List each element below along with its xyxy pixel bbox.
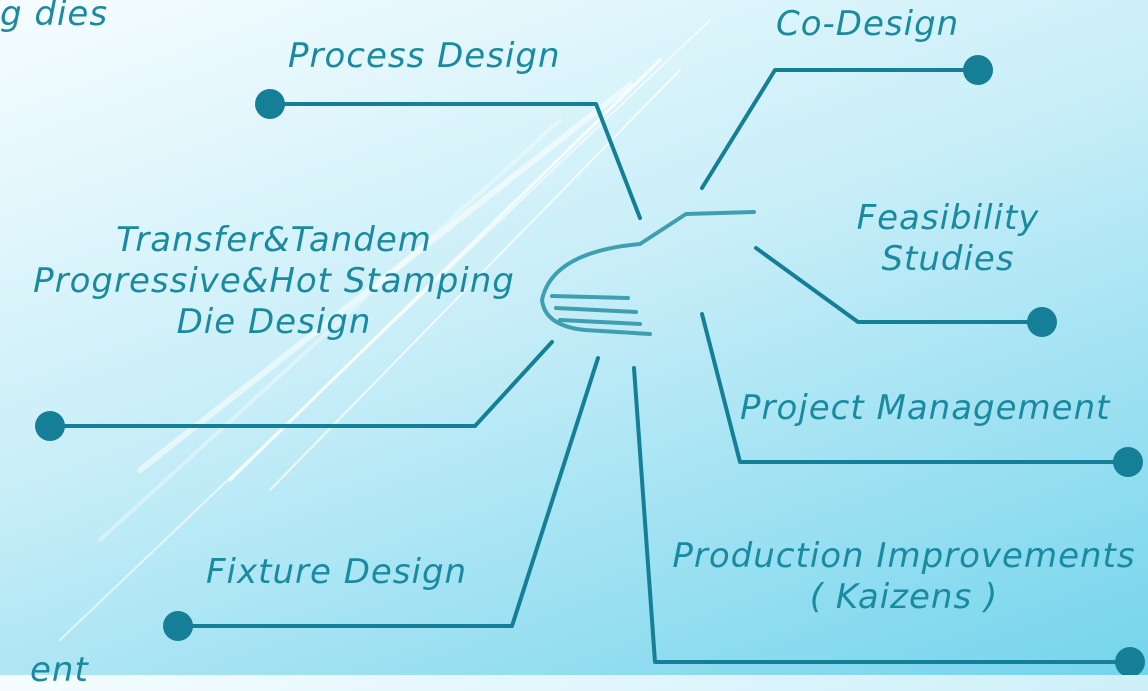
connector-lines xyxy=(48,68,1132,664)
stamping-die-icon xyxy=(540,210,756,336)
mind-map-canvas xyxy=(35,55,1145,675)
label-transfer-line1: Transfer&Tandem xyxy=(116,220,432,260)
label-partial-bottom: ent xyxy=(30,650,89,690)
line-process-design xyxy=(268,102,642,220)
dot-project-management xyxy=(1113,447,1143,477)
label-production-line2: ( Kaizens ) xyxy=(809,576,999,617)
label-transfer-die-design: Transfer&Tandem Progressive&Hot Stamping… xyxy=(14,220,534,342)
line-production xyxy=(632,366,1132,664)
line-feasibility xyxy=(754,246,1044,324)
dot-fixture-design xyxy=(163,611,193,641)
label-feasibility-line2: Studies xyxy=(881,238,1015,279)
line-transfer-die xyxy=(48,340,554,428)
line-fixture-design xyxy=(176,356,600,628)
label-co-design: Co-Design xyxy=(776,4,960,44)
label-production-line1: Production Improvements xyxy=(672,536,1136,576)
dot-co-design xyxy=(963,55,993,85)
dot-process-design xyxy=(255,89,285,119)
dot-feasibility xyxy=(1027,307,1057,337)
label-transfer-line3: Die Design xyxy=(176,301,372,342)
dot-production xyxy=(1115,647,1145,675)
label-project-management: Project Management xyxy=(740,388,1111,428)
label-production-improvements: Production Improvements ( Kaizens ) xyxy=(660,536,1148,618)
label-process-design: Process Design xyxy=(288,36,561,76)
line-project-management xyxy=(700,312,1130,464)
end-dots xyxy=(35,55,1145,675)
label-fixture-design: Fixture Design xyxy=(206,552,468,592)
label-partial-top: g dies xyxy=(0,0,109,34)
label-feasibility-studies: Feasibility Studies xyxy=(848,198,1048,280)
dot-transfer-die xyxy=(35,411,65,441)
label-feasibility-line1: Feasibility xyxy=(856,198,1040,238)
label-transfer-line2: Progressive&Hot Stamping xyxy=(33,260,515,301)
line-co-design xyxy=(700,68,980,190)
